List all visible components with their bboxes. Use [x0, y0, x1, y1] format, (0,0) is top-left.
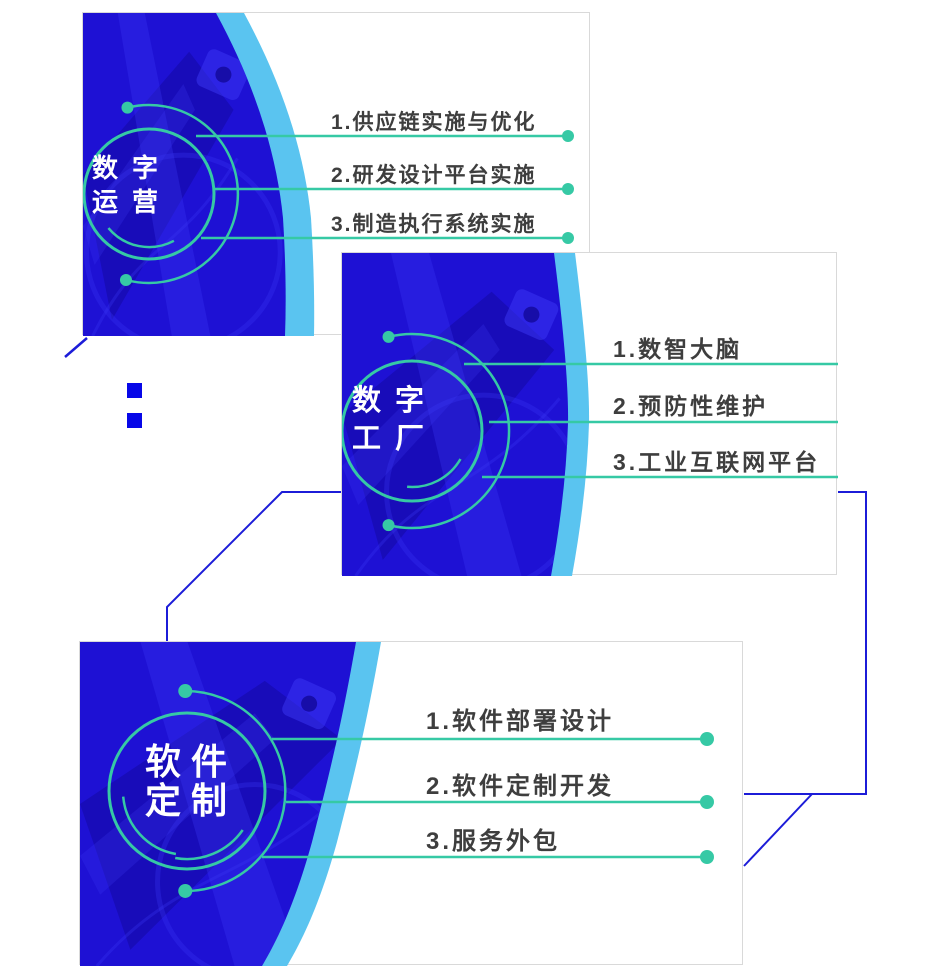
ring-top-dot [121, 101, 134, 114]
photo-highlight-band [117, 13, 211, 336]
photo-plate [282, 678, 337, 730]
panel-label-digital-operations: 数字 运营 [78, 151, 172, 219]
teal-ring [342, 359, 484, 503]
photo-highlight-band [80, 713, 275, 895]
photo-cable-curve [384, 392, 569, 576]
photo-plate [504, 289, 559, 340]
list-item: 2.研发设计平台实施 [331, 164, 537, 187]
photo-highlight-band [140, 642, 302, 966]
teal-ring [107, 711, 267, 871]
panel-art-digital-operations [83, 13, 574, 336]
list-item: 1.供应链实施与优化 [331, 111, 537, 134]
panel-label-bottom: 运营 [91, 187, 173, 217]
item-endpoint-dot [562, 130, 574, 142]
panel-art-software-customization [80, 642, 714, 966]
panel-software-customization: 软件 定制 1.软件部署设计 2.软件定制开发 3.服务外包 [79, 641, 743, 966]
item-endpoint-dot [700, 850, 714, 864]
panel-label-top: 软件 [144, 741, 238, 782]
panel-art-digital-factory [342, 253, 838, 576]
ring-bottom-dot [119, 273, 132, 286]
panel-label-digital-factory: 数字 工厂 [338, 382, 438, 458]
item-endpoint-dot [700, 732, 714, 746]
photo-shade [342, 291, 555, 560]
teal-outer-arc [388, 332, 511, 530]
list-item: 2.预防性维护 [613, 393, 769, 419]
connector-left-polyline [166, 491, 342, 641]
photo-cable-curve [95, 786, 350, 966]
panel-label-top: 数字 [91, 153, 173, 183]
list-item: 3.工业互联网平台 [613, 449, 821, 475]
ring-bottom-dot [382, 519, 395, 532]
teal-inner-arc [121, 796, 177, 856]
ring-bottom-dot [178, 883, 193, 898]
ring-top-dot [178, 684, 193, 699]
item-endpoint-dot [700, 795, 714, 809]
photo-plate-hole [215, 66, 232, 83]
connector-right-polyline [744, 491, 867, 795]
teal-outer-arc [185, 689, 287, 893]
panel-label-software-customization: 软件 定制 [135, 742, 237, 820]
item-endpoint-dot [562, 183, 574, 195]
panel-corner-stub [64, 337, 88, 358]
photo-highlight-band [83, 84, 195, 265]
photo-plate [196, 49, 251, 100]
colon-square-top [127, 383, 142, 398]
teal-ring [83, 127, 216, 261]
teal-inner-arc [174, 829, 244, 861]
teal-inner-arc [406, 458, 462, 489]
photo-plate-hole [523, 306, 540, 323]
list-item: 1.数智大脑 [613, 336, 743, 362]
photo-cable-curve [83, 152, 283, 336]
list-item: 1.软件部署设计 [426, 708, 615, 735]
photo-plate-hole [301, 695, 318, 712]
panel-label-top: 数字 [351, 385, 439, 417]
panel-digital-factory: 数字 工厂 1.数智大脑 2.预防性维护 3.工业互联网平台 [338, 252, 838, 576]
panel-label-bottom: 工厂 [351, 423, 439, 455]
list-item: 2.软件定制开发 [426, 773, 615, 800]
teal-inner-arc [107, 227, 175, 249]
teal-outer-arc [125, 103, 240, 285]
connector-right-diagonal [743, 793, 813, 867]
list-item: 3.制造执行系统实施 [331, 213, 537, 236]
item-endpoint-dot [562, 232, 574, 244]
colon-square-bottom [127, 413, 142, 428]
photo-cable-curve [91, 157, 239, 336]
photo-highlight-band [342, 324, 500, 505]
panel-label-bottom: 定制 [144, 780, 238, 821]
list-item: 3.服务外包 [426, 828, 561, 855]
ring-top-dot [382, 330, 395, 343]
